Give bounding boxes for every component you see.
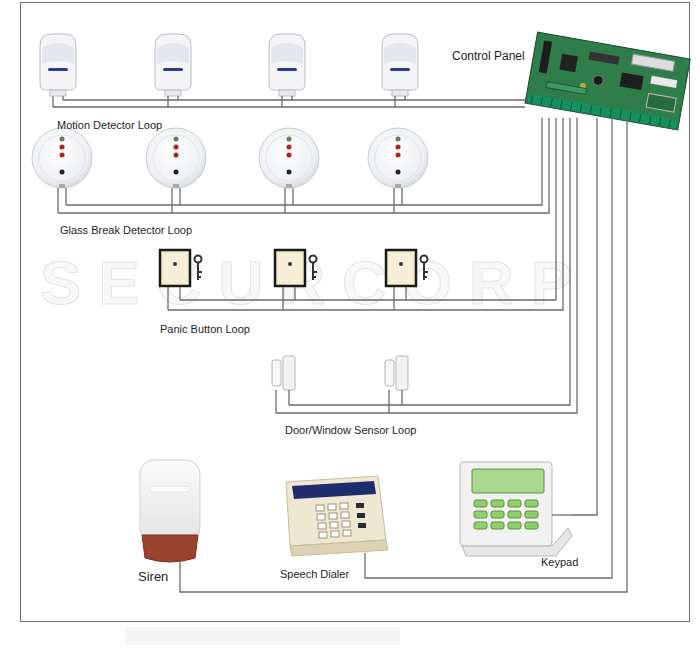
device-lead xyxy=(552,514,573,515)
dialer-keys xyxy=(316,503,351,538)
keypad-body xyxy=(460,462,552,546)
motion-detector xyxy=(382,34,418,96)
terminal-strip xyxy=(527,94,677,129)
keypad-key xyxy=(491,500,504,507)
keypad-key xyxy=(525,522,538,529)
board-connector xyxy=(650,76,677,88)
panic-button xyxy=(386,250,428,286)
footer-strip xyxy=(125,627,400,645)
board-chip xyxy=(539,40,552,73)
loop-wiring xyxy=(276,390,425,413)
glass-break-detector xyxy=(32,128,92,188)
dialer-edge xyxy=(290,540,388,556)
board-base xyxy=(525,32,690,130)
node-label: Door/Window Sensor Loop xyxy=(285,424,416,436)
door-window-sensor xyxy=(272,356,295,390)
wire-connector xyxy=(425,118,563,310)
keypad-illustration xyxy=(460,462,572,556)
wire-connector xyxy=(180,118,627,592)
dialer-key xyxy=(356,503,364,508)
dialer-key xyxy=(317,514,325,520)
keypad-screen xyxy=(472,469,544,493)
wire-connector xyxy=(425,118,577,413)
door-window-sensors xyxy=(272,356,408,390)
node-label: Motion Detector Loop xyxy=(57,119,162,131)
keypad-flap xyxy=(462,528,572,556)
keypad-key xyxy=(508,500,521,507)
glass-break-detector xyxy=(368,128,428,188)
board-chip xyxy=(646,93,676,112)
dialer-key xyxy=(319,532,327,538)
motion-detector xyxy=(269,34,305,96)
siren-light xyxy=(150,486,190,492)
siren-illustration xyxy=(140,460,200,562)
dialer-function-keys xyxy=(356,503,366,528)
loop-wiring xyxy=(53,96,435,107)
keypad-key xyxy=(525,511,538,518)
panic-buttons xyxy=(160,250,428,286)
dialer-key xyxy=(343,530,351,536)
dialer-screen xyxy=(292,481,376,499)
node-label: Keypad xyxy=(541,556,578,568)
motion-detector xyxy=(40,34,76,96)
wire-connector xyxy=(390,118,612,578)
panic-button xyxy=(275,250,317,286)
device-lead xyxy=(179,562,180,585)
dialer-key xyxy=(340,503,348,509)
keypad-key xyxy=(508,522,521,529)
circuit-board xyxy=(525,32,690,130)
board-trace xyxy=(546,82,586,95)
dialer-key xyxy=(329,513,337,519)
board-chip xyxy=(589,52,620,65)
loop-wiring xyxy=(58,188,430,213)
keypad-key xyxy=(474,511,487,518)
keypad-key xyxy=(525,500,538,507)
detector-loop: Motion Detector Loop xyxy=(35,28,435,132)
dialer-key xyxy=(341,512,349,518)
dialer-key xyxy=(331,531,339,537)
node-label: Siren xyxy=(138,570,168,584)
node-label: Speech Dialer xyxy=(280,568,349,580)
glass-break-detectors xyxy=(32,128,428,188)
keypad-key xyxy=(491,511,504,518)
node-label: Control Panel xyxy=(452,50,525,63)
node-label: Glass Break Detector Loop xyxy=(60,224,192,236)
door-window-sensor xyxy=(385,356,408,390)
board-chip xyxy=(619,72,643,90)
dialer-key xyxy=(328,504,336,510)
glass-break-detector xyxy=(259,128,319,188)
keypad-keys xyxy=(474,500,538,529)
dialer-key xyxy=(316,505,324,511)
dialer-key xyxy=(358,523,366,528)
keypad-key xyxy=(474,522,487,529)
board-connector xyxy=(632,54,675,71)
loop-wiring xyxy=(168,287,425,310)
dialer-body xyxy=(286,476,386,546)
dialer-key xyxy=(318,523,326,529)
dialer-key xyxy=(342,521,350,527)
siren-base xyxy=(142,535,198,562)
dialer-key xyxy=(357,513,365,518)
siren-housing xyxy=(140,460,200,542)
wire-connector xyxy=(435,100,525,107)
keypad-key xyxy=(508,511,521,518)
device-lead xyxy=(365,553,390,578)
board-capacitor xyxy=(592,75,604,87)
diagram-frame xyxy=(21,3,690,622)
dialer-key xyxy=(330,522,338,528)
keypad-key xyxy=(491,522,504,529)
motion-detectors xyxy=(40,34,418,96)
dialer-illustration xyxy=(286,476,388,556)
motion-detector xyxy=(155,34,191,96)
node-label: Panic Button Loop xyxy=(160,323,250,335)
keypad-key xyxy=(474,500,487,507)
panic-button xyxy=(160,250,202,286)
board-chip xyxy=(559,54,578,73)
glass-break-detector xyxy=(146,128,206,188)
wire-connector xyxy=(573,118,597,515)
wire-connector xyxy=(430,118,549,213)
